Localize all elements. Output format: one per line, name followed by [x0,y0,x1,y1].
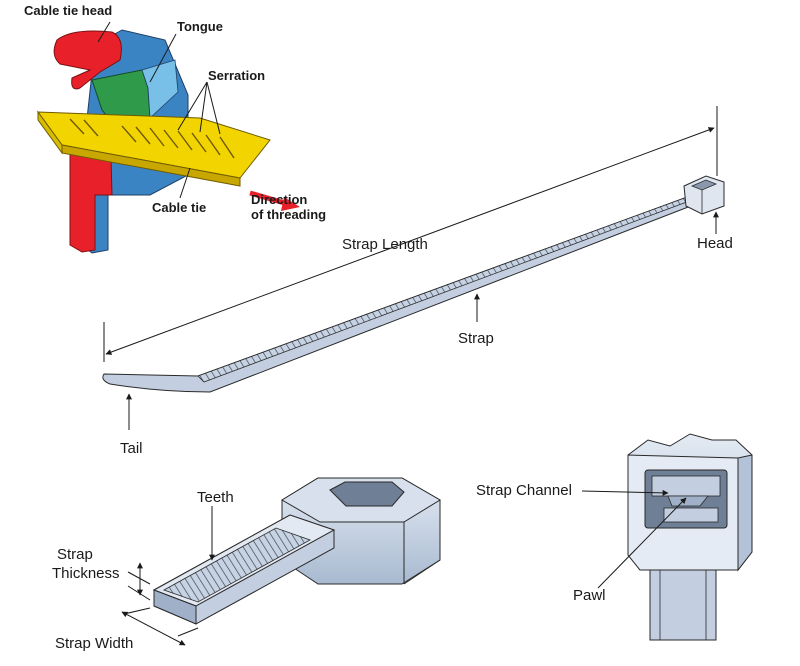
label-cable-tie-head: Cable tie head [24,3,113,18]
label-strap-width: Strap Width [55,635,134,652]
label-serration: Serration [208,68,266,83]
label-direction-line1: Direction [251,192,308,207]
label-tongue: Tongue [177,19,223,34]
label-cable-tie: Cable tie [152,200,207,215]
label-strap-thickness-line2: Thickness [52,565,120,582]
label-direction-line2: of threading [251,207,327,222]
label-teeth: Teeth [197,489,234,506]
head-detail [581,433,753,641]
label-pawl: Pawl [573,587,606,604]
label-tail: Tail [120,440,143,457]
label-strap-channel: Strap Channel [476,482,572,499]
label-strap-thickness-line1: Strap [57,546,93,563]
label-strap: Strap [458,330,494,347]
label-strap-length: Strap Length [342,236,428,253]
strap-detail [121,477,441,646]
label-head: Head [697,235,733,252]
overview-tie [102,106,725,430]
